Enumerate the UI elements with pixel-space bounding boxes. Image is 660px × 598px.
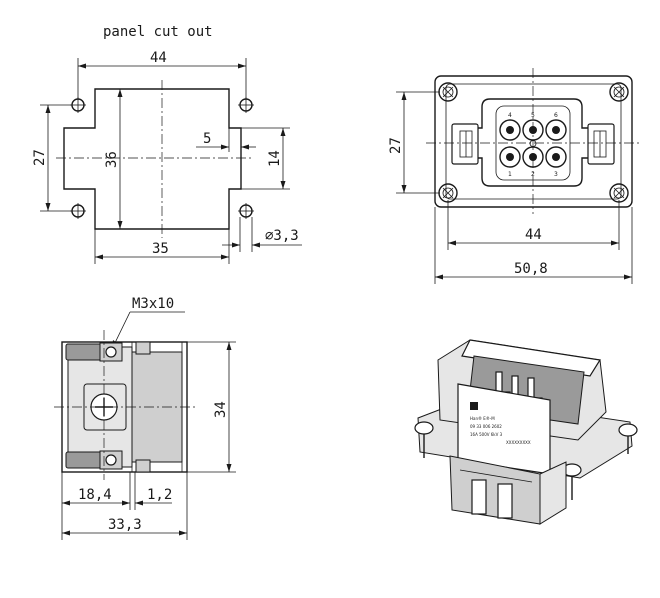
svg-text:27: 27 — [388, 137, 404, 154]
svg-text:5: 5 — [531, 112, 535, 119]
svg-text:4: 4 — [508, 112, 512, 119]
svg-text:Han® E®-M: Han® E®-M — [470, 416, 495, 421]
dim-50-8-front: 50,8 — [434, 207, 633, 284]
isometric-view: Han® E®-M 09 33 006 2602 16A 500V 6kV 3 … — [414, 339, 638, 525]
side-latch-right — [587, 123, 615, 165]
svg-text:5: 5 — [203, 131, 211, 147]
dim-44-cutout: 44 — [77, 50, 247, 99]
housing-outline — [434, 75, 633, 208]
dim-33-3-side: 33,3 — [62, 472, 188, 540]
svg-text:44: 44 — [525, 227, 542, 243]
svg-text:16A 500V 6kV 3: 16A 500V 6kV 3 — [470, 432, 503, 437]
insert-outline — [471, 98, 593, 187]
svg-text:27: 27 — [32, 149, 48, 166]
dim-14-cutout: 14 — [241, 127, 290, 190]
panel-cutout-title: panel cut out — [103, 24, 213, 40]
svg-text:33,3: 33,3 — [108, 517, 142, 533]
svg-text:3: 3 — [554, 171, 558, 178]
svg-text:50,8: 50,8 — [514, 261, 548, 277]
dim-35-cutout: 35 — [94, 229, 230, 264]
svg-text:36: 36 — [104, 151, 120, 168]
dim-27-front: 27 — [388, 91, 440, 194]
iso-marking: Han® E®-M 09 33 006 2602 16A 500V 6kV 3 … — [470, 402, 531, 445]
svg-text:18,4: 18,4 — [78, 487, 112, 503]
front-view: 4 5 6 1 2 3 27 44 — [388, 68, 642, 284]
svg-text:35: 35 — [152, 241, 169, 257]
svg-text:44: 44 — [150, 50, 167, 66]
dim-27-cutout: 27 — [32, 104, 72, 212]
panel-cutout-view: panel cut out 44 — [32, 24, 302, 264]
svg-text:2: 2 — [531, 171, 535, 178]
iso-lower-ribs — [459, 469, 533, 519]
dim-18-4-side: 18,4 1,2 — [61, 472, 172, 540]
svg-text:1: 1 — [508, 171, 512, 178]
dim-5-cutout: 5 — [196, 128, 256, 152]
dim-44-front: 44 — [447, 200, 620, 250]
screw-label: M3x10 — [132, 296, 174, 312]
dim-36-cutout: 36 — [104, 89, 123, 229]
svg-text:1,2: 1,2 — [147, 487, 172, 503]
svg-text:XXXXXXXXX: XXXXXXXXX — [506, 440, 531, 445]
svg-text:∅3,3: ∅3,3 — [265, 228, 299, 244]
svg-text:6: 6 — [554, 112, 558, 119]
cutout-outline — [63, 88, 242, 230]
svg-text:09 33 006 2602: 09 33 006 2602 — [470, 424, 502, 429]
svg-text:14: 14 — [267, 150, 283, 167]
svg-text:34: 34 — [213, 401, 229, 418]
dim-hole-diameter: ∅3,3 — [222, 217, 302, 252]
dim-34-side: 34 — [187, 341, 236, 473]
side-view: M3x10 34 — [54, 296, 236, 540]
side-latch-left — [451, 123, 479, 165]
